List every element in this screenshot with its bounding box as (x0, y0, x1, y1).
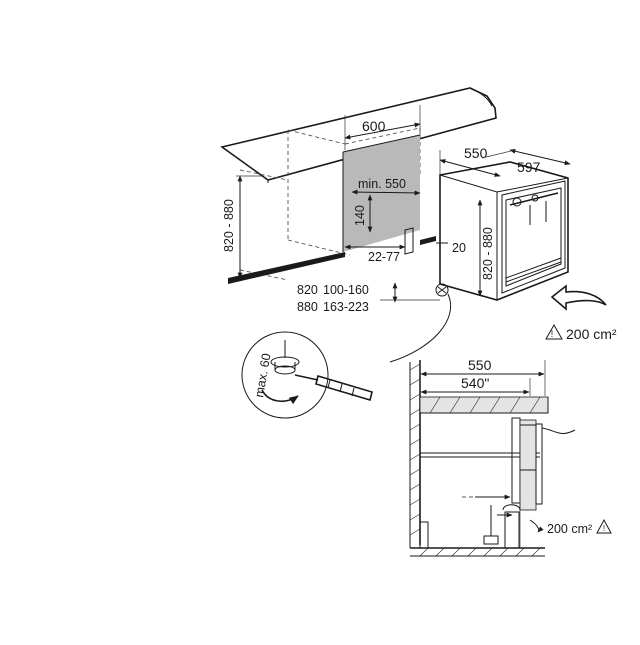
warning-triangle-icon (545, 323, 563, 340)
label-section-540: 540" (461, 375, 489, 391)
svg-text:!: ! (551, 329, 554, 339)
label-597: 597 (517, 159, 541, 175)
plinth-bar-right (420, 236, 436, 245)
label-row2-b: 163-223 (323, 300, 369, 314)
label-height-right: 820 - 880 (481, 227, 495, 280)
dim-width-600 (344, 105, 421, 150)
dim-550-appliance (439, 159, 501, 177)
label-550-appliance: 550 (464, 145, 488, 161)
svg-text:!: ! (603, 524, 605, 533)
label-height-left: 820 - 880 (222, 199, 236, 252)
label-20: 20 (452, 241, 466, 255)
label-min-550: min. 550 (358, 177, 406, 191)
label-row1-b: 100-160 (323, 283, 369, 297)
niche-back-panel (342, 134, 421, 252)
plinth-bar (228, 252, 345, 284)
dim-min-550 (351, 189, 421, 196)
label-140: 140 (353, 205, 367, 226)
warning-triangle-icon-bottom (596, 518, 612, 534)
label-max-60: max. 60 (252, 352, 274, 398)
label-section-550: 550 (468, 357, 492, 373)
section-view (409, 360, 576, 557)
label-row1-a: 820 (297, 283, 318, 297)
dim-height-left (236, 175, 262, 279)
label-vent-bottom: 200 cm² (547, 522, 592, 536)
label-vent-top: 200 cm² (566, 326, 617, 342)
label-600: 600 (362, 118, 386, 134)
airflow-arrow-icon (550, 284, 607, 311)
foot-detail-circle (435, 283, 449, 297)
appliance (439, 161, 569, 301)
foot-adjust-detail (241, 331, 373, 419)
dim-597 (509, 148, 571, 166)
countertop (220, 87, 497, 183)
label-row2-a: 880 (297, 300, 318, 314)
label-22-77: 22-77 (368, 250, 400, 264)
